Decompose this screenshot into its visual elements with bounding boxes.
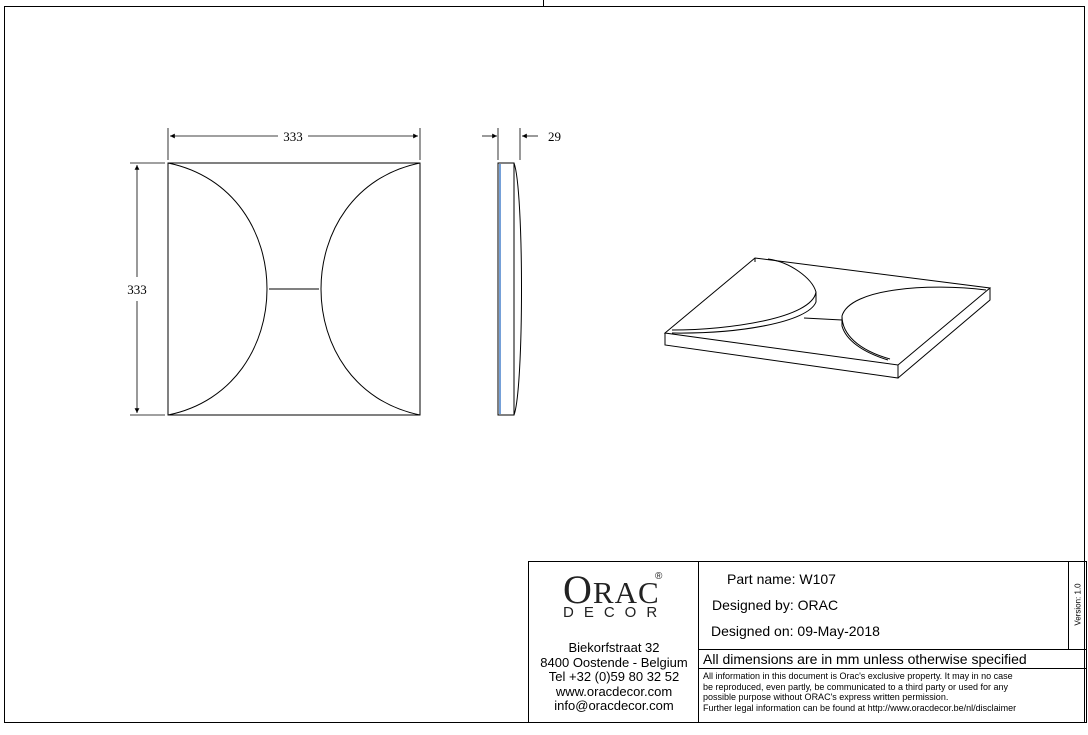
height-dimension-label: 333	[127, 282, 147, 297]
legal-line: possible purpose without ORAC's express …	[703, 692, 949, 702]
company-cell: ORAC ® DECOR Biekorfstraat 32 8400 Ooste…	[529, 562, 699, 722]
version-cell: Version: 1.0	[1068, 562, 1086, 650]
address-phone: Tel +32 (0)59 80 32 52	[548, 669, 680, 684]
side-view: 29	[482, 128, 561, 416]
part-name-value: W107	[799, 571, 836, 587]
iso-left-relief	[671, 258, 817, 331]
legal-line: Further legal information can be found a…	[703, 702, 1017, 713]
iso-front-edge	[664, 333, 899, 379]
version-label: Version: 1.0	[1073, 583, 1083, 626]
dimensions-note: All dimensions are in mm unless otherwis…	[699, 650, 1086, 669]
iso-center-groove	[803, 317, 843, 321]
sheet-center-mark	[543, 0, 544, 6]
front-view-outline	[167, 162, 421, 416]
iso-right-relief	[841, 286, 987, 360]
designed-on-value: 09-May-2018	[797, 623, 880, 639]
iso-top-face	[663, 257, 992, 366]
right-half-circle	[320, 162, 421, 416]
registered-mark: ®	[655, 571, 663, 582]
address-city: 8400 Oostende - Belgium	[540, 654, 688, 670]
decor-wordmark: DECOR	[563, 604, 668, 621]
side-view-outline	[497, 162, 515, 416]
legal-notice: All information in this document is Orac…	[703, 671, 1083, 713]
designed-by-row: Designed by: ORAC	[712, 597, 838, 613]
legal-line: All information in this document is Orac…	[703, 671, 1013, 681]
designed-by-value: ORAC	[797, 597, 839, 613]
left-half-circle	[167, 162, 268, 416]
iso-right-edge	[897, 288, 991, 379]
designed-on-label: Designed on:	[711, 623, 794, 639]
legal-line: be reproduced, even partly, be communica…	[703, 681, 1009, 692]
designed-by-label: Designed by:	[712, 597, 794, 613]
part-name-label: Part name:	[727, 571, 796, 587]
title-block: ORAC ® DECOR Biekorfstraat 32 8400 Ooste…	[528, 561, 1087, 723]
width-dimension-label: 333	[283, 129, 303, 144]
orac-logo: ORAC	[563, 567, 660, 612]
side-view-relief-profile	[513, 162, 522, 416]
front-view: 333 333	[127, 128, 421, 416]
thickness-dimension-label: 29	[548, 129, 561, 144]
isometric-view	[663, 257, 992, 379]
address-email: info@oracdecor.com	[554, 698, 674, 713]
company-address: Biekorfstraat 32 8400 Oostende - Belgium…	[529, 640, 699, 714]
address-website: www.oracdecor.com	[555, 683, 673, 699]
part-info-cell: Part name: W107 Designed by: ORAC Design…	[699, 562, 1068, 650]
address-street: Biekorfstraat 32	[568, 640, 660, 655]
designed-on-row: Designed on: 09-May-2018	[711, 623, 880, 639]
part-name-row: Part name: W107	[727, 571, 836, 587]
